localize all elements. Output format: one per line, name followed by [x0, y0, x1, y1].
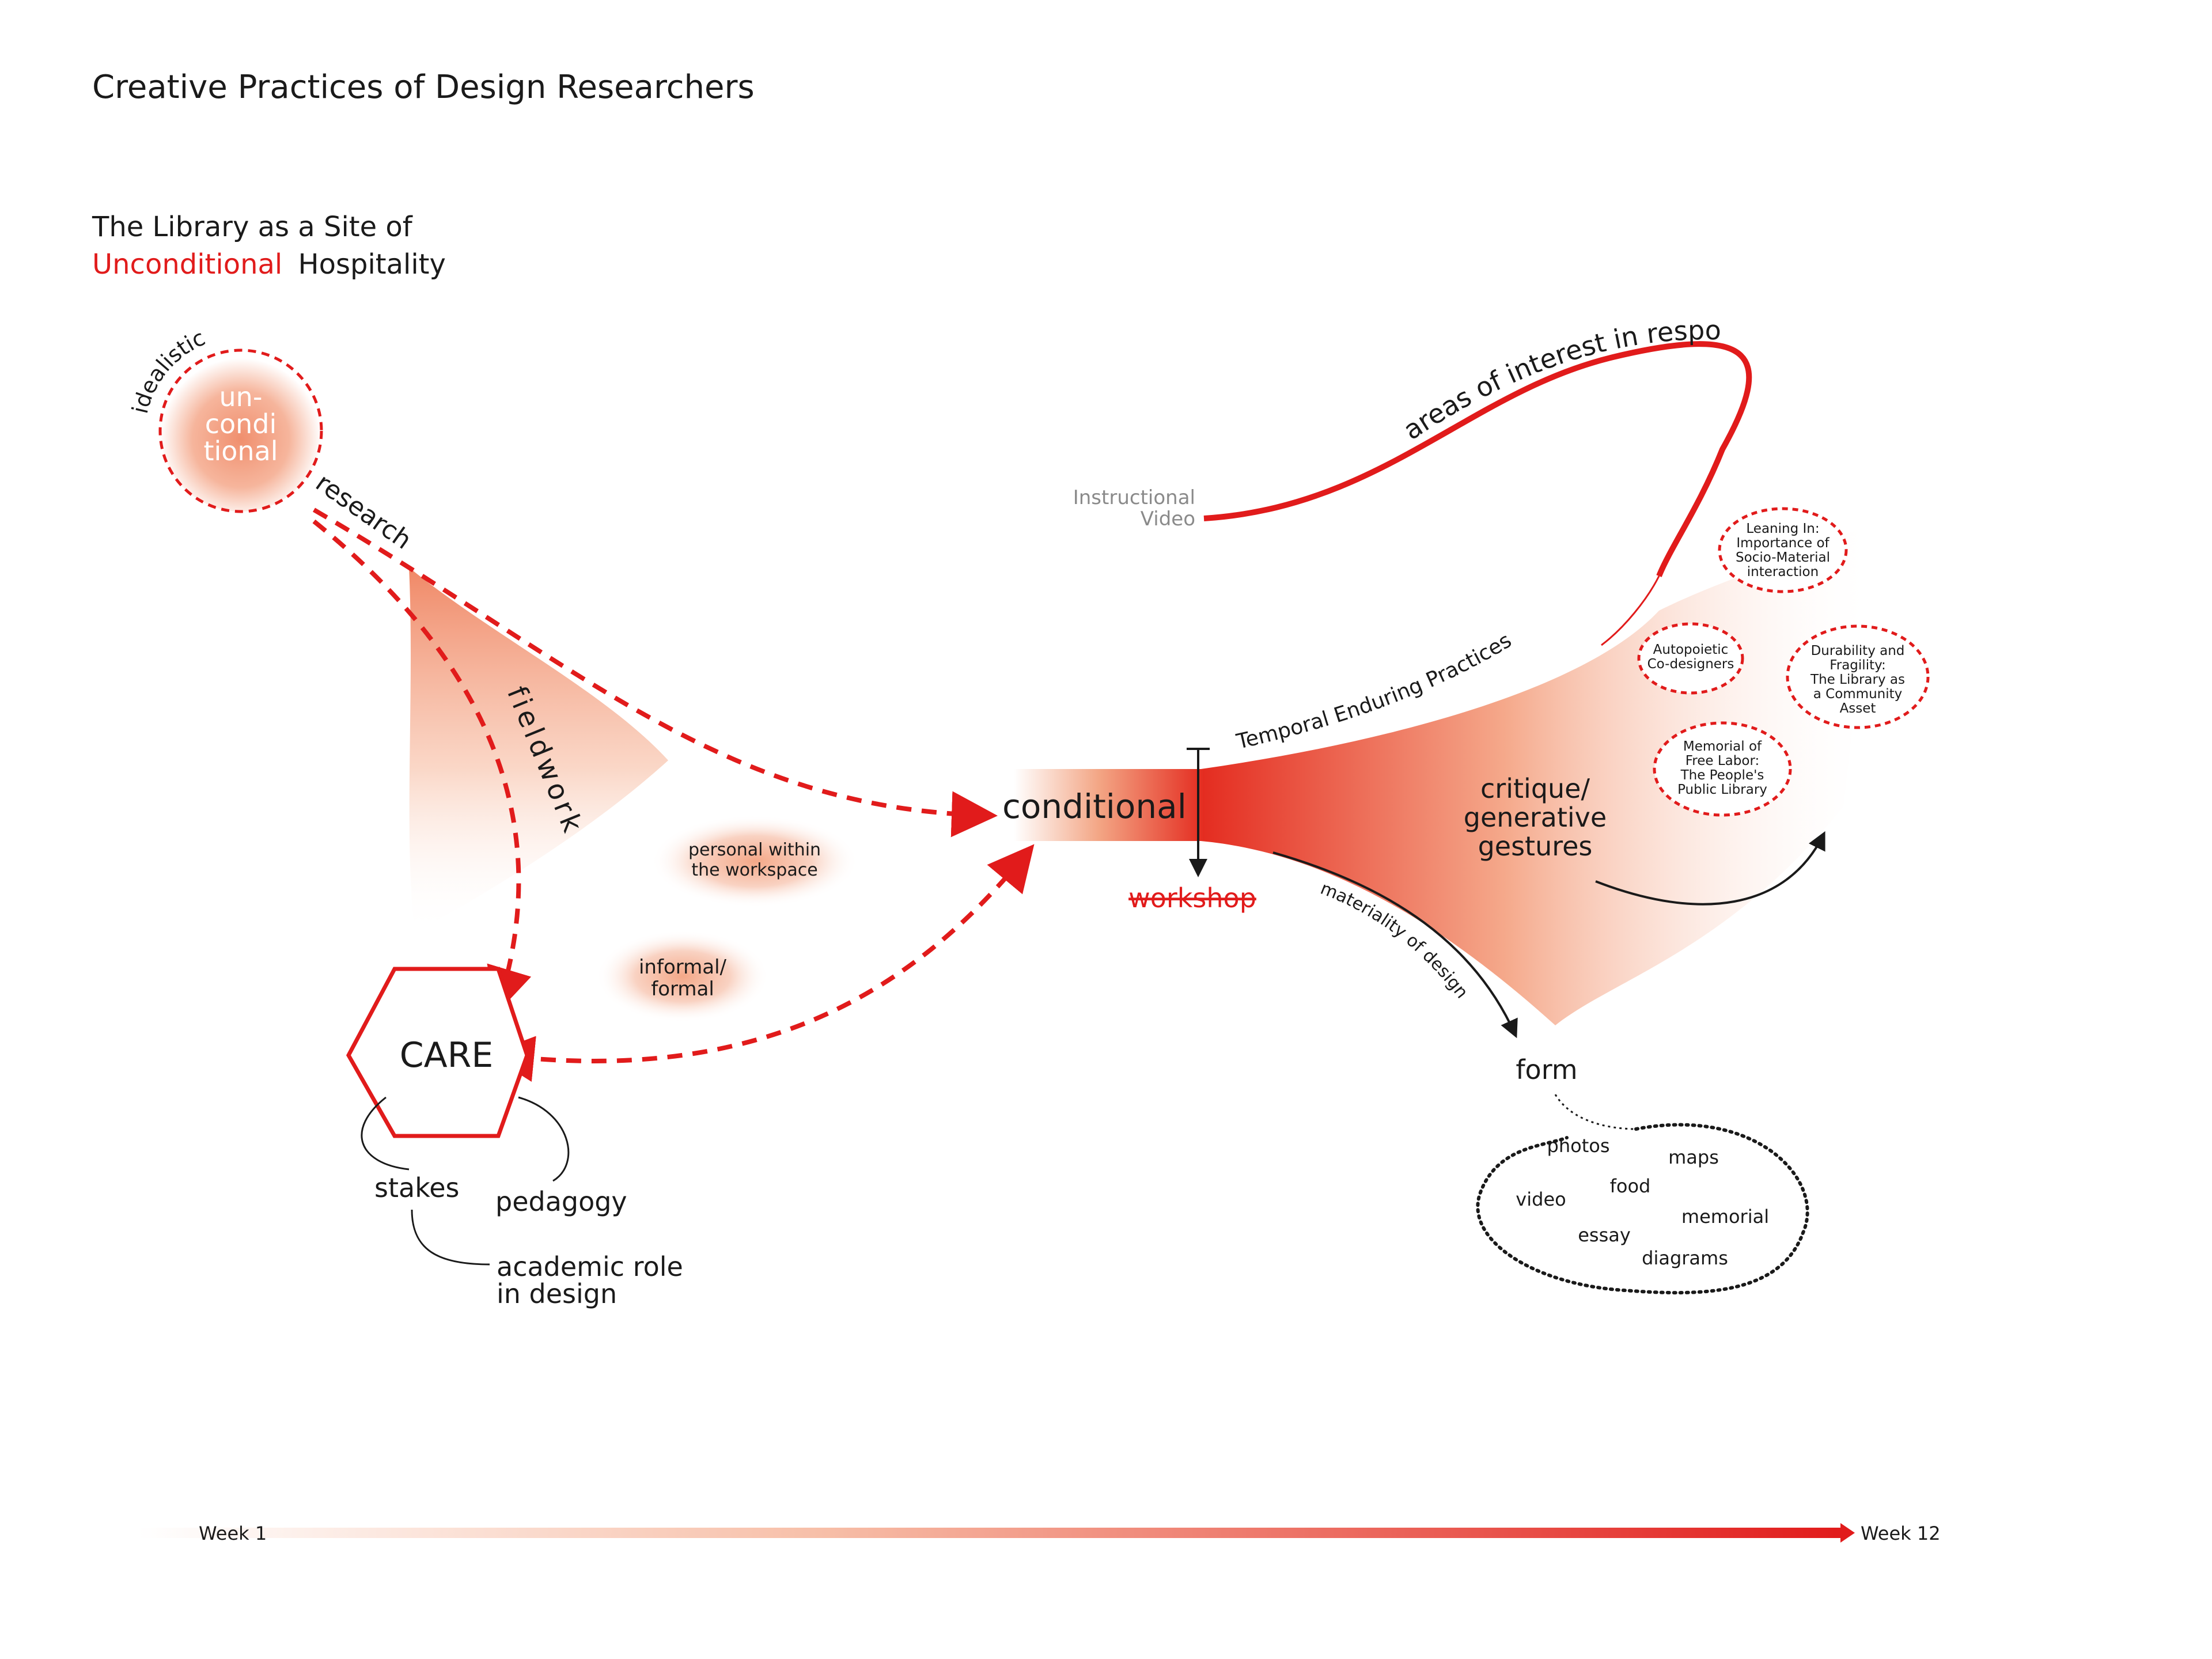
page-title: Creative Practices of Design Researchers: [92, 69, 755, 106]
pedagogy-connector: [518, 1096, 570, 1182]
timeline-arrowhead: [1840, 1523, 1855, 1543]
unconditional-line2: condi: [205, 408, 277, 440]
bubble-leaning-in-line4: interaction: [1747, 565, 1819, 579]
care-label: CARE: [400, 1035, 494, 1075]
bubble-memorial-line2: Free Labor:: [1685, 753, 1760, 768]
academic-line2: in design: [497, 1278, 617, 1309]
bubble-memorial: Memorial of Free Labor: The People's Pub…: [1653, 721, 1792, 817]
form-connector: [1554, 1094, 1637, 1130]
personal-line2: the workspace: [691, 860, 817, 880]
timeline-bar: [138, 1528, 1843, 1538]
form-cluster-outline: [1476, 1123, 1809, 1295]
bubble-memorial-line1: Memorial of: [1683, 739, 1762, 754]
bubble-autopoietic: Autopoietic Co-designers: [1637, 622, 1744, 695]
informal-line2: formal: [651, 978, 714, 1001]
form-food: food: [1610, 1175, 1651, 1197]
informal-blob: [596, 930, 769, 1022]
critique-arrow: [1595, 831, 1825, 906]
bubble-leaning-in-line2: Importance of: [1736, 536, 1830, 551]
bubble-durability-line1: Durability and: [1811, 643, 1905, 658]
areas-curve-taper: [1601, 575, 1660, 646]
critique-line1: critique/: [1480, 773, 1590, 804]
bubble-autopoietic-line1: Autopoietic: [1653, 642, 1729, 657]
bubble-memorial-line3: The People's: [1680, 768, 1764, 783]
form-photos: photos: [1547, 1135, 1610, 1157]
subtitle-rest: Hospitality: [298, 248, 446, 281]
bubble-durability-line5: Asset: [1840, 701, 1876, 716]
conditional-label: conditional: [1002, 787, 1187, 826]
bubble-leaning-in: Leaning In: Importance of Socio-Material…: [1718, 507, 1848, 593]
unconditional-line3: tional: [203, 435, 278, 467]
care-hexagon: [346, 967, 529, 1138]
form-diagrams: diagrams: [1642, 1247, 1728, 1269]
bubble-leaning-in-line3: Socio-Material: [1736, 550, 1830, 565]
stakes-label: stakes: [374, 1172, 459, 1203]
form-memorial: memorial: [1681, 1206, 1769, 1228]
workshop-label: workshop: [1128, 882, 1256, 914]
timeline-end: Week 12: [1861, 1522, 1941, 1544]
research-textpath: research: [310, 468, 417, 555]
areas-curve: [1203, 341, 1752, 577]
bubble-durability-line2: Fragility:: [1830, 658, 1886, 673]
unconditional-line1: un-: [219, 381, 263, 412]
research-fan: [409, 567, 668, 933]
form-essay: essay: [1578, 1224, 1631, 1246]
critique-line2: generative: [1464, 802, 1607, 833]
subtitle-highlight: Unconditional: [92, 248, 282, 281]
bubble-durability: Durability and Fragility: The Library as…: [1786, 624, 1930, 729]
bubble-autopoietic-line2: Co-designers: [1647, 657, 1734, 672]
bubble-durability-line4: a Community: [1813, 687, 1903, 702]
academic-connector: [411, 1209, 490, 1266]
instructional-line2: Video: [1141, 507, 1195, 531]
academic-line1: academic role: [497, 1251, 683, 1282]
pedagogy-label: pedagogy: [495, 1186, 627, 1217]
subtitle-line1: The Library as a Site of: [92, 211, 413, 243]
form-video: video: [1516, 1188, 1566, 1210]
research-arrow: [312, 507, 998, 838]
form-arrow: [1272, 851, 1518, 1039]
personal-line1: personal within: [688, 840, 821, 860]
bubble-leaning-in-line1: Leaning In:: [1746, 521, 1819, 536]
subtitle-line2: Unconditional Hospitality: [92, 248, 446, 281]
bubble-memorial-line4: Public Library: [1677, 782, 1767, 797]
informal-line1: informal/: [639, 956, 727, 979]
form-maps: maps: [1668, 1146, 1719, 1168]
unconditional-node: [158, 349, 323, 513]
instructional-line1: Instructional: [1073, 486, 1195, 509]
conditional-stem: [1014, 769, 1204, 841]
research-label: research: [310, 468, 417, 555]
personal-blob: [651, 815, 858, 907]
timeline-start: Week 1: [199, 1522, 267, 1544]
bubble-durability-line3: The Library as: [1810, 672, 1905, 687]
care-conditional-arrow: [488, 844, 1035, 1082]
critique-line3: gestures: [1478, 831, 1593, 862]
stakes-connector: [361, 1096, 410, 1171]
form-label: form: [1516, 1054, 1577, 1085]
